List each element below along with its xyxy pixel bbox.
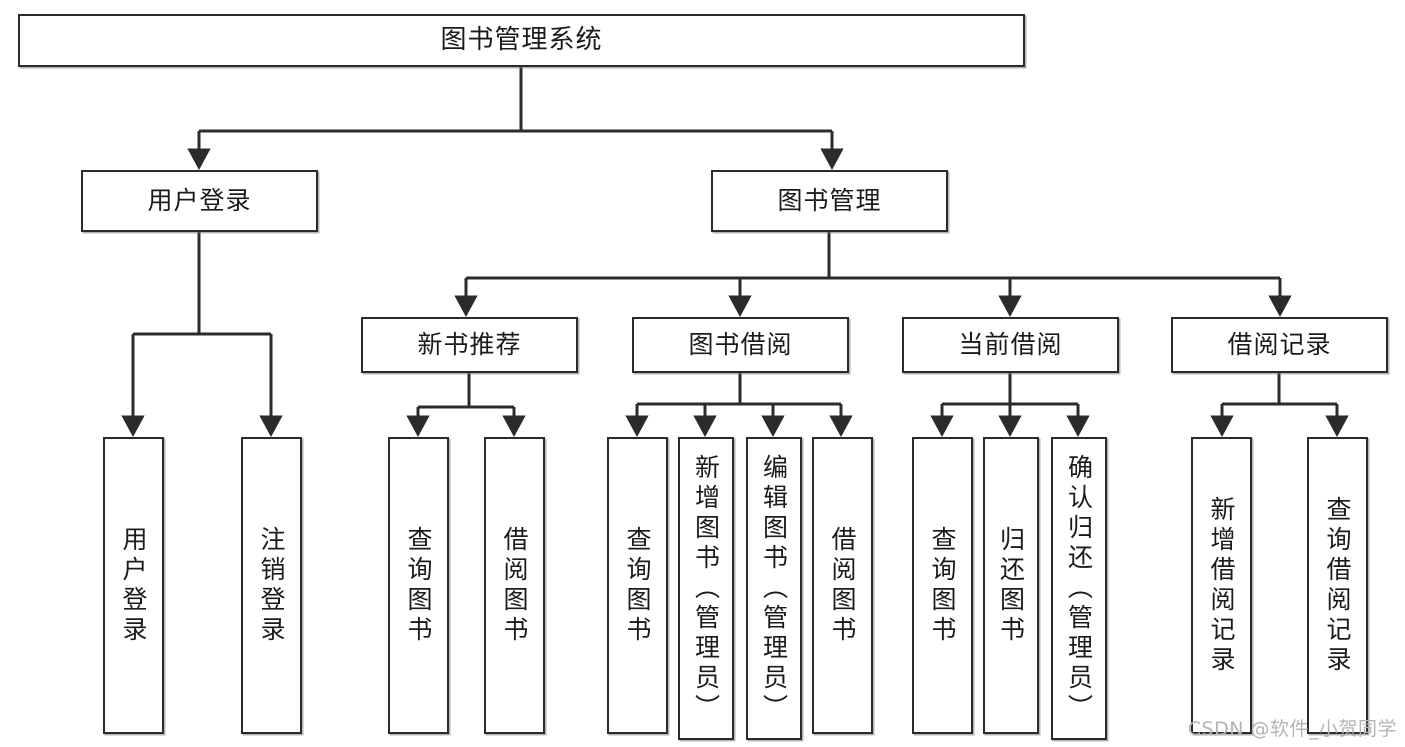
node-label: 新增图书（管理员） [691, 453, 721, 724]
node-label: 图书管理系统 [440, 25, 603, 56]
node-label: 查询图书 [404, 525, 433, 646]
node-label: 借阅图书 [500, 525, 529, 646]
node-new-book-recommend[interactable]: 新书推荐 [361, 317, 578, 373]
leaf-confirm-return-admin[interactable]: 确认归还（管理员） [1051, 437, 1107, 740]
node-label: 用户登录 [119, 525, 148, 646]
node-user-login[interactable]: 用户登录 [81, 170, 318, 232]
node-label: 确认归还（管理员） [1064, 453, 1094, 724]
node-label: 查询图书 [928, 525, 957, 646]
node-label: 查询借阅记录 [1323, 495, 1352, 676]
node-label: 查询图书 [623, 525, 652, 646]
leaf-query-borrow-record[interactable]: 查询借阅记录 [1307, 437, 1368, 734]
leaf-add-book-admin[interactable]: 新增图书（管理员） [678, 437, 734, 740]
node-book-management[interactable]: 图书管理 [711, 170, 948, 232]
node-label: 图书借阅 [688, 330, 793, 360]
leaf-borrow-book-recommend[interactable]: 借阅图书 [484, 437, 545, 734]
node-book-borrow[interactable]: 图书借阅 [632, 317, 849, 373]
node-label: 注销登录 [257, 525, 286, 646]
node-label: 新增借阅记录 [1207, 495, 1236, 676]
node-label: 借阅图书 [828, 525, 857, 646]
node-label: 编辑图书（管理员） [759, 453, 789, 724]
node-label: 图书管理 [777, 186, 882, 216]
node-root-system[interactable]: 图书管理系统 [18, 14, 1025, 67]
leaf-logout[interactable]: 注销登录 [241, 437, 302, 734]
leaf-return-book[interactable]: 归还图书 [983, 437, 1039, 734]
node-borrow-record[interactable]: 借阅记录 [1171, 317, 1388, 373]
node-current-borrow[interactable]: 当前借阅 [902, 317, 1119, 373]
node-label: 当前借阅 [958, 330, 1063, 360]
leaf-borrow-book[interactable]: 借阅图书 [812, 437, 873, 734]
node-label: 新书推荐 [417, 330, 522, 360]
node-label: 归还图书 [996, 525, 1026, 646]
leaf-add-borrow-record[interactable]: 新增借阅记录 [1191, 437, 1252, 734]
leaf-edit-book-admin[interactable]: 编辑图书（管理员） [746, 437, 802, 740]
leaf-query-book-current[interactable]: 查询图书 [912, 437, 973, 734]
node-label: 用户登录 [147, 186, 252, 216]
leaf-query-book-recommend[interactable]: 查询图书 [388, 437, 449, 734]
watermark: CSDN @软件_小贺同学 [1187, 718, 1397, 740]
node-label: 借阅记录 [1227, 330, 1332, 360]
leaf-query-book-borrow[interactable]: 查询图书 [607, 437, 668, 734]
leaf-user-login[interactable]: 用户登录 [103, 437, 164, 734]
